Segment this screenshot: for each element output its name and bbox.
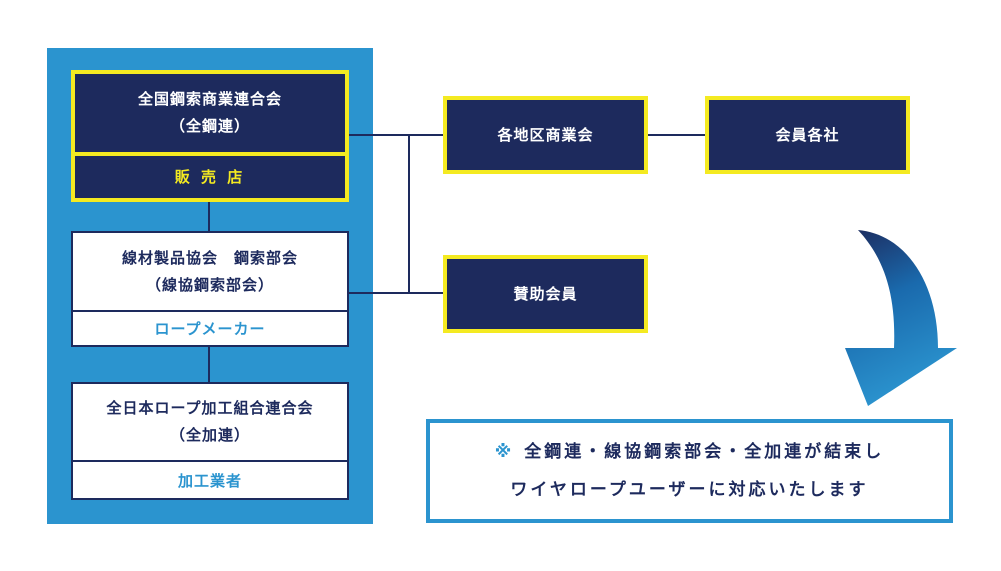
- senkyo-abbr: （線協鋼索部会）: [145, 275, 274, 294]
- senkyo-role-row: ロープメーカー: [73, 310, 347, 347]
- connector-zenkoren-right: [349, 134, 444, 136]
- regional-association-box: 各地区商業会: [443, 96, 648, 174]
- note-line-1: ※ 全鋼連・線協鋼索部会・全加連が結束し: [495, 433, 885, 471]
- zenkaren-main: 全日本ロープ加工組合連合会 （全加連）: [73, 384, 347, 460]
- connector-senkyo-right: [349, 292, 444, 294]
- note-line-2: ワイヤロープユーザーに対応いたします: [510, 480, 869, 500]
- member-companies-label: 会員各社: [775, 125, 840, 144]
- zenkoren-name: 全国鋼索商業連合会: [137, 90, 282, 108]
- senkyo-role: ロープメーカー: [154, 320, 266, 338]
- zenkaren-abbr: （全加連）: [169, 426, 250, 444]
- zenkoren-role: 販 売 店: [174, 167, 246, 186]
- senkyo-box: 線材製品協会 鋼索部会 （線協鋼索部会） ロープメーカー: [71, 231, 349, 347]
- connector-regional-members: [645, 134, 706, 136]
- zenkoren-abbr: （全鋼連）: [169, 117, 250, 135]
- supporting-members-label: 賛助会員: [513, 284, 578, 303]
- connector-vertical-bus: [408, 134, 410, 294]
- zenkoren-role-box: 販 売 店: [71, 152, 349, 202]
- senkyo-main: 線材製品協会 鋼索部会 （線協鋼索部会）: [73, 233, 347, 310]
- note-text-1: 全鋼連・線協鋼索部会・全加連が結束し: [524, 442, 885, 462]
- curved-arrow-icon: [845, 230, 957, 406]
- supporting-members-box: 賛助会員: [443, 255, 648, 333]
- zenkaren-name: 全日本ロープ加工組合連合会: [106, 399, 314, 417]
- zenkaren-role-row: 加工業者: [73, 460, 347, 500]
- zenkaren-role: 加工業者: [177, 471, 242, 490]
- zenkoren-box: 全国鋼索商業連合会 （全鋼連）: [71, 70, 349, 156]
- member-companies-box: 会員各社: [705, 96, 910, 174]
- senkyo-name: 線材製品協会 鋼索部会: [121, 248, 298, 267]
- note-box: ※ 全鋼連・線協鋼索部会・全加連が結束し ワイヤロープユーザーに対応いたします: [426, 419, 953, 523]
- regional-association-label: 各地区商業会: [497, 125, 594, 144]
- zenkaren-box: 全日本ロープ加工組合連合会 （全加連） 加工業者: [71, 382, 349, 500]
- connector-zenkoren-senkyo: [208, 202, 210, 231]
- note-mark: ※: [494, 442, 515, 462]
- connector-senkyo-zenkaren: [208, 347, 210, 382]
